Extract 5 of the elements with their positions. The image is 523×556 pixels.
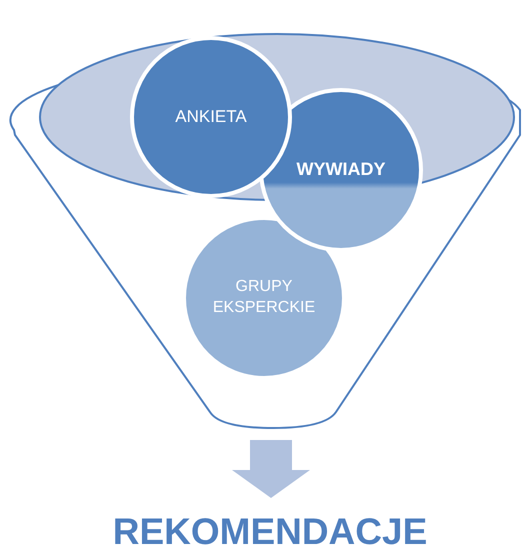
result-label: REKOMENDACJE — [60, 508, 480, 556]
circle-label: GRUPY EKSPERCKIE — [212, 277, 316, 318]
block-arrow — [232, 440, 310, 498]
circle-label: ANKIETA — [174, 106, 248, 128]
circle-label: WYWIADY — [296, 158, 386, 182]
